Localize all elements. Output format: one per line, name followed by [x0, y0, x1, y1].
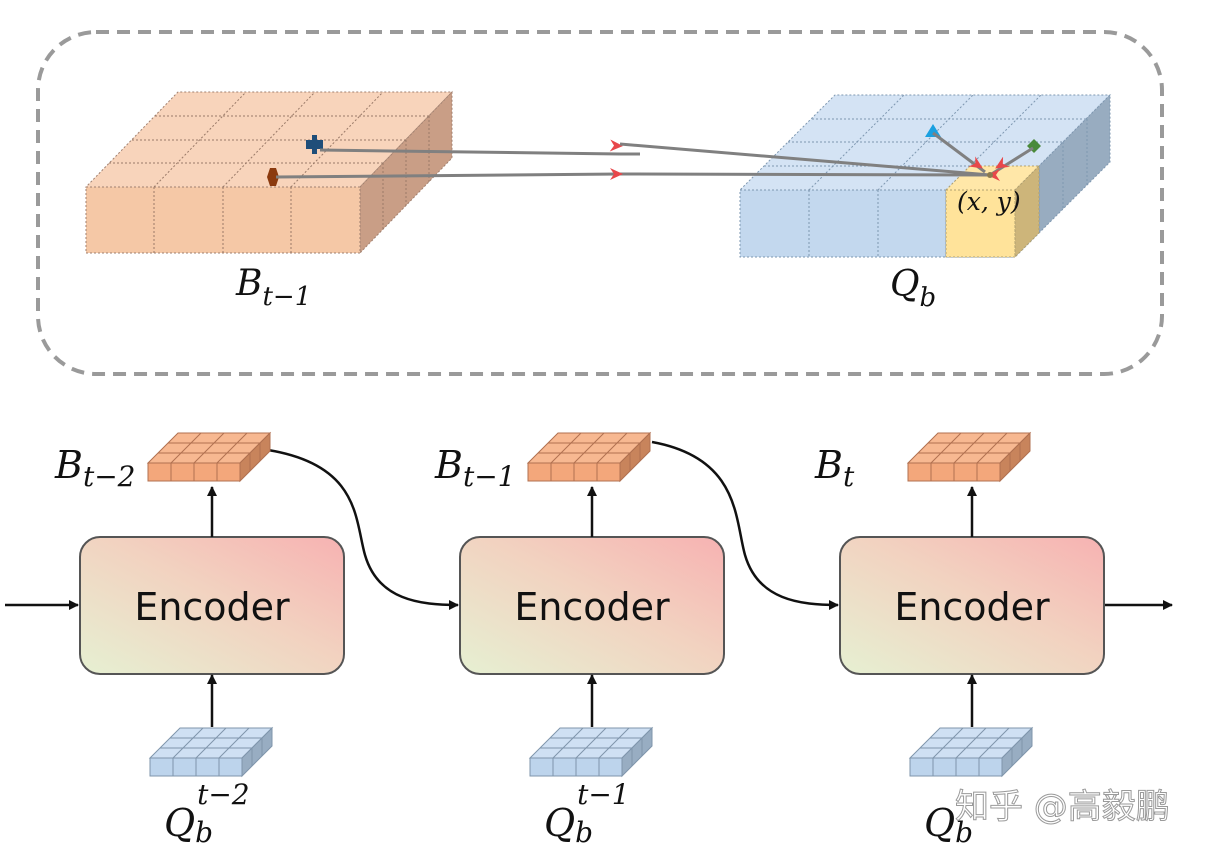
- encoder-label: Encoder: [134, 585, 290, 629]
- bev-feature-tiles: [906, 431, 1032, 483]
- recurrent-arrow-2: [651, 440, 839, 610]
- encoder-pipeline: [5, 440, 1173, 610]
- triangle-sample-marker: [925, 124, 941, 137]
- attention-lines: [275, 131, 1034, 181]
- point-label: (x, y): [957, 187, 1021, 216]
- target-point: [987, 172, 993, 178]
- encoder-label: Encoder: [894, 585, 1050, 629]
- dashed-panel-border: [36, 30, 1164, 376]
- recurrent-arrow-1: [267, 448, 459, 610]
- red-arrow-upper: [609, 139, 623, 152]
- left-grid-label: Bt−1: [235, 263, 311, 312]
- sampled-point-marker: [267, 168, 279, 186]
- reference-point-marker: [306, 135, 323, 154]
- query-grid-large: [738, 93, 1112, 259]
- output-label: Bt−2: [54, 443, 135, 493]
- highlighted-query-cell: [945, 189, 1016, 258]
- input-label: Qb: [924, 801, 973, 849]
- bev-feature-tiles: [146, 431, 272, 483]
- output-label: Bt: [814, 443, 855, 493]
- query-feature-tiles: [908, 726, 1034, 778]
- attention-panel: (x, y) Bt−1 Qb: [36, 30, 1164, 376]
- right-grid-label: Qb: [890, 264, 936, 313]
- query-feature-tiles: [148, 726, 274, 778]
- bev-feature-tiles: [526, 431, 652, 483]
- input-label: Qbt−2: [164, 778, 250, 849]
- output-label: Bt−1: [434, 443, 515, 493]
- query-feature-tiles: [528, 726, 654, 778]
- bev-grid-large: [84, 90, 454, 255]
- input-label: Qbt−1: [544, 778, 630, 849]
- watermark: 知乎 @高毅鹏: [955, 787, 1170, 827]
- encoder-label: Encoder: [514, 585, 670, 629]
